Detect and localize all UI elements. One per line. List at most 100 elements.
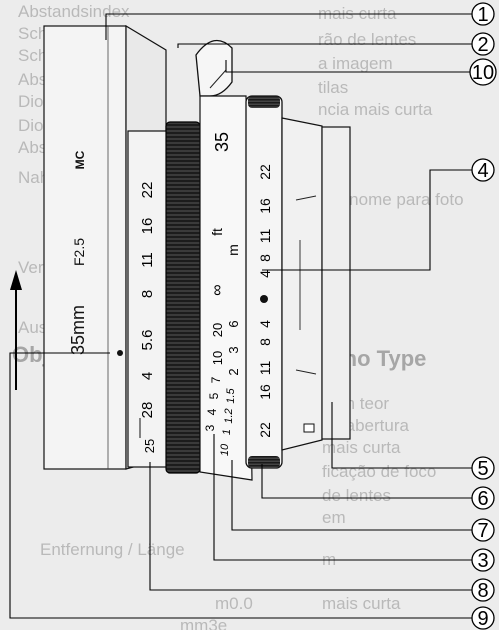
leader-line-10 [225,60,472,73]
distance-m-label: m [225,244,241,256]
distance-ft-label: 5 [207,392,221,399]
dof-scale-ring [245,95,283,469]
bg-left-text: Entfernung / Länge [40,540,185,559]
lens-front-barrel [43,25,127,470]
bg-right-text: tilas [318,78,349,97]
aperture-scale-label: 11 [139,252,156,268]
aperture-scale-label: 16 [139,218,156,235]
dof-scale-label: 22 [257,164,273,180]
distance-ft-label: 20 [210,323,225,337]
bg-right-text: mais curta [322,438,401,457]
bg-right-text: mais curta [322,594,401,613]
distance-ft-label: 4 [205,408,219,415]
callout-circle-2 [471,32,495,56]
dof-scale-label: 8 [257,338,273,346]
leader-lines [9,13,472,619]
bg-right-text: ficação de foco [322,462,437,481]
callout-label-2: 2 [477,34,488,56]
dof-ring-top-knurl [248,96,280,108]
mount-detail-line [295,369,317,375]
leader-line-7 [231,460,472,531]
mount-pin [303,423,315,433]
dof-scale-label: 16 [257,384,273,400]
callout-label-7: 7 [477,520,488,542]
lever-line [209,69,227,89]
bg-misc-text: m0.0 [215,594,253,613]
callout-circle-6 [471,486,495,510]
direction-arrow-head [10,270,22,290]
bg-right-text: a imagem [318,54,393,73]
bg-misc-text: mm3e [180,616,228,630]
distance-scale-ring [199,95,253,481]
distance-m-label: 10 [219,443,231,456]
callout-label-4: 4 [477,160,488,182]
distance-ft-label: 7 [209,376,223,383]
distance-m-label: 6 [226,320,241,327]
mount-detail-line [295,195,317,201]
dof-scale-label: 11 [257,229,273,244]
bg-left-text: Abstandsindex [18,2,130,21]
mc-text: MC [73,150,87,169]
leader-line-3 [213,434,472,561]
dof-index-dot [260,295,268,303]
aperture-scale-label: 22 [139,182,156,199]
barrel-index-dot [117,350,123,356]
leader-line-6 [261,464,472,499]
aperture-scale-label: 28 [139,402,156,419]
distance-m-label: 1.2 [223,408,235,423]
dof-ring-bottom-knurl [248,456,280,468]
dof-scale-label: 4 [257,270,273,278]
callout-label-3: 3 [477,550,488,572]
focal-length-text: 35mm [68,305,88,355]
callout-circle-4 [471,158,495,182]
callout-label-1: 1 [477,4,488,26]
callout-label-6: 6 [477,488,488,510]
leader-line-4 [262,169,472,271]
distance-m-label: 3 [226,346,241,353]
callout-circle-10 [469,58,497,86]
focusing-lever[interactable] [195,39,233,97]
callout-circle-8 [471,578,495,602]
dof-scale-label: 22 [257,422,273,438]
leader-line-1 [105,13,472,40]
callout-label-8: 8 [477,580,488,602]
bg-right-text: lino nome para foto [318,190,464,209]
focal-ring-text: 35 [212,132,232,152]
leader-line-9 [9,352,472,619]
dof-scale-label: 8 [257,254,273,262]
bg-right-text: ncia mais curta [318,100,433,119]
distance-ft-label: 10 [210,351,225,365]
dof-scale-label: 11 [257,361,273,376]
distance-ft-label: 3 [203,424,217,431]
callout-circle-1 [471,2,495,26]
leader-line-8 [149,462,472,591]
mount-flange [321,126,351,440]
distance-m-label: 1.5 [225,387,237,403]
aperture-scale-label: 4 [139,372,156,380]
dof-scale-label: 4 [257,320,273,328]
leader-line-2 [177,43,472,48]
callouts: 1 2 10 4 5 6 7 3 8 9 [469,2,497,630]
callout-circle-5 [471,456,495,480]
distance-m-label: 1 [221,429,233,435]
bg-right-text: em [322,508,346,527]
aperture-scale-label: 8 [139,290,156,298]
callout-circle-7 [471,518,495,542]
aperture-text: F2.5 [71,238,87,266]
distance-ft-label: ∞ [209,284,226,295]
distance-ft-label: ft [209,228,225,236]
callout-label-9: 9 [477,608,488,630]
distance-m-label: 2 [226,368,241,375]
aperture-scale-label: 5.6 [139,330,156,351]
callout-label-5: 5 [477,458,488,480]
aperture-ring[interactable] [127,130,171,468]
callout-circle-9 [471,606,495,630]
focus-ring-grip[interactable] [165,121,201,474]
lens-mount [281,117,323,451]
leader-line-5 [331,402,472,469]
dof-scale-label: 16 [257,198,273,214]
callout-circle-3 [471,548,495,572]
callout-label-10: 10 [472,62,494,84]
